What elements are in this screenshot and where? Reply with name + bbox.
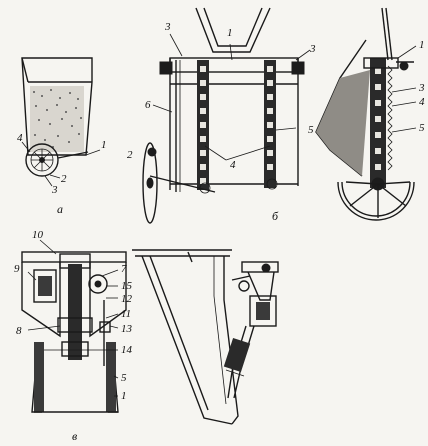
label-d-15: 15 <box>121 280 133 292</box>
gear-housing-e <box>249 295 277 327</box>
caption-b: б <box>272 209 279 223</box>
chain-c-links <box>375 68 381 170</box>
label-c-5: 5 <box>419 122 425 134</box>
bolt-c <box>399 61 409 71</box>
panel-c-drawing <box>315 7 417 221</box>
label-b-1: 1 <box>227 27 233 39</box>
label-d-8: 8 <box>16 325 22 337</box>
label-d-12: 12 <box>121 293 133 305</box>
label-d-9: 9 <box>14 263 20 275</box>
side-wheel-b <box>142 142 158 224</box>
axle-b <box>149 175 216 193</box>
motor-d <box>33 269 57 303</box>
body-d-left <box>21 262 61 338</box>
sprocket-d <box>88 274 108 294</box>
bracket-e <box>247 271 275 301</box>
label-b-4: 4 <box>230 159 236 171</box>
label-b-3-right: 3 <box>309 43 316 55</box>
label-d-14: 14 <box>121 344 133 356</box>
hopper-c-shade <box>316 70 370 176</box>
clamp-c <box>363 57 399 69</box>
panel-a-drawing <box>21 57 101 187</box>
label-a-3: 3 <box>51 184 58 196</box>
label-c-3: 3 <box>418 82 425 94</box>
caption-d: в <box>72 429 77 443</box>
hopper-b <box>195 7 271 53</box>
bolt-left <box>159 61 173 75</box>
grain-dots <box>33 89 82 148</box>
side-wheel-b-hub <box>146 177 154 189</box>
caption-a: а <box>57 202 63 216</box>
shaft-d <box>68 264 82 360</box>
clutch-d <box>57 317 93 333</box>
boot-d-left <box>34 342 44 412</box>
rod-c <box>381 7 389 61</box>
sprocket-b <box>147 147 157 157</box>
label-b-6: 6 <box>145 99 151 111</box>
hopper-e-left-wall <box>141 255 233 425</box>
boot-d-right <box>106 342 116 412</box>
chain-right-links <box>267 66 273 170</box>
label-b-3-left: 3 <box>164 21 171 33</box>
label-d-13: 13 <box>121 323 133 335</box>
outlet-a <box>57 151 89 159</box>
label-a-2: 2 <box>61 173 67 185</box>
hopper-b-inner <box>203 7 263 47</box>
hopper-e-notch <box>187 251 193 263</box>
label-d-11: 11 <box>121 308 131 320</box>
label-d-1: 1 <box>121 390 127 402</box>
hopper-a-collar <box>21 57 29 83</box>
label-d-5: 5 <box>121 372 127 384</box>
gear-bottom-d <box>61 341 89 357</box>
bolt-right <box>291 61 305 75</box>
hopper-a <box>21 57 93 156</box>
seed-wheel-a <box>25 143 59 177</box>
panel-e-drawing <box>132 249 279 425</box>
body-d-right <box>89 262 127 338</box>
panel-b-drawing <box>142 7 311 224</box>
top-plate-d <box>21 251 127 263</box>
label-b-2: 2 <box>127 149 133 161</box>
label-a-4: 4 <box>17 132 23 144</box>
rack-c <box>387 65 393 171</box>
label-c-4: 4 <box>419 96 425 108</box>
label-b-5: 5 <box>308 124 314 136</box>
mount-e-top <box>241 261 279 273</box>
panel-d-drawing <box>21 239 127 413</box>
chain-e <box>223 337 251 373</box>
wheel-c <box>337 181 415 221</box>
hopper-e-inner <box>149 255 209 411</box>
chain-left-links <box>200 66 206 184</box>
label-a-1: 1 <box>101 139 107 151</box>
label-d-10: 10 <box>32 229 44 241</box>
label-c-1: 1 <box>419 39 425 51</box>
chain-c <box>370 58 386 188</box>
top-bar-b <box>169 57 299 73</box>
motor-d-core <box>38 276 52 296</box>
label-d-7: 7 <box>121 263 127 275</box>
grain-fill <box>30 86 84 152</box>
